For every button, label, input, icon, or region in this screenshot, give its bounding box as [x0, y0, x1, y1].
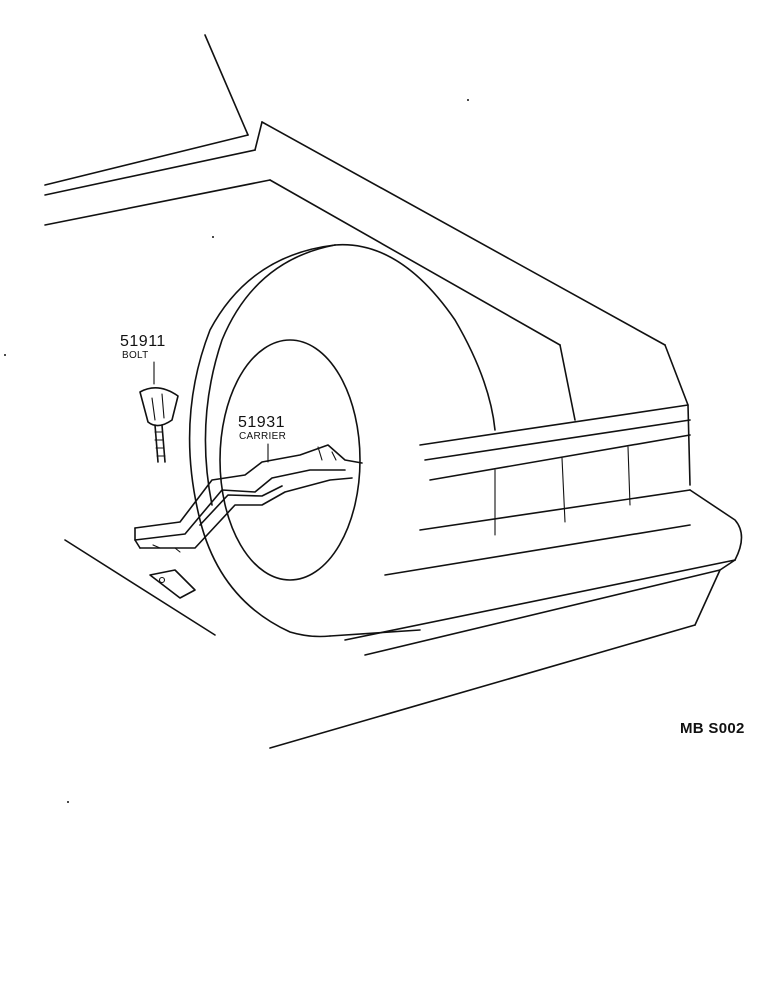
car-body-upper — [44, 34, 691, 486]
carrier-part — [134, 443, 363, 553]
trunk-floor — [64, 539, 216, 636]
scan-specks — [4, 99, 469, 803]
part-name-carrier: CARRIER — [239, 431, 286, 442]
spare-tire — [188, 243, 496, 638]
diagram-code: MB S002 — [680, 720, 745, 737]
bolt-part — [139, 361, 179, 463]
part-number-51931: 51931 — [238, 414, 285, 431]
part-number-51911: 51911 — [120, 333, 166, 350]
part-name-bolt: BOLT — [122, 350, 149, 361]
rear-bumper — [269, 404, 743, 749]
